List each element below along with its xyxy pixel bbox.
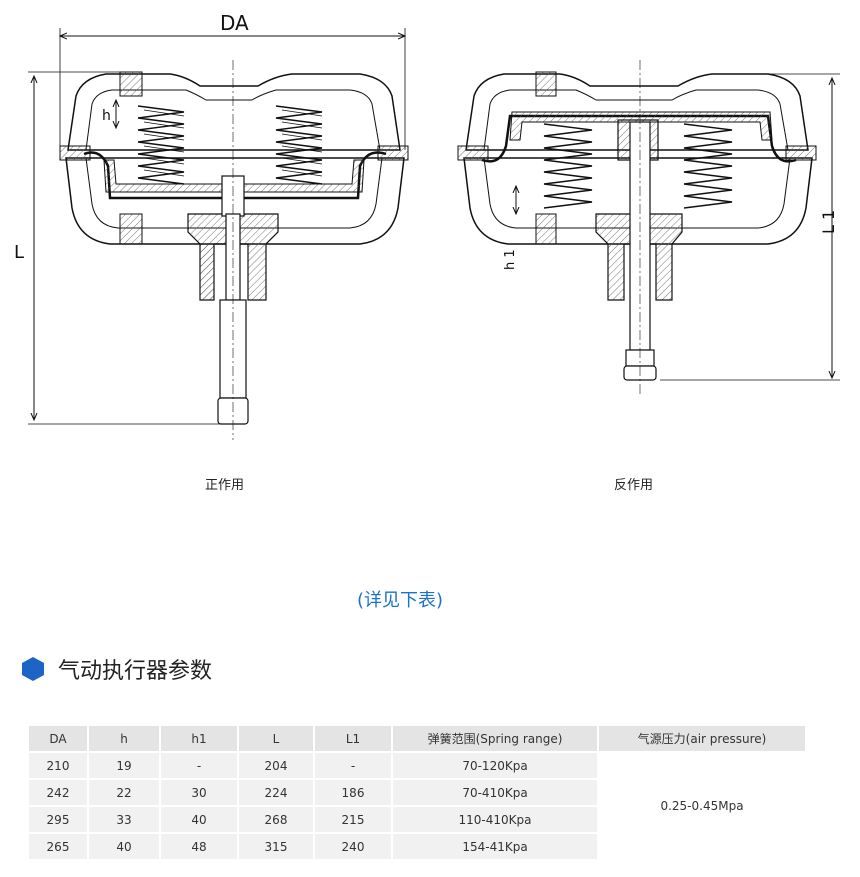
cell-l: 224 <box>239 780 313 805</box>
cell-h1: - <box>161 753 237 778</box>
cell-da: 295 <box>29 807 87 832</box>
hexagon-bullet-icon <box>22 657 44 681</box>
cell-h1: 30 <box>161 780 237 805</box>
header-air-pressure: 气源压力(air pressure) <box>599 726 805 751</box>
dim-l1-label: L 1 <box>819 210 838 234</box>
dim-h1-label: h 1 <box>503 249 518 270</box>
table-row: 265 40 48 315 240 154-41Kpa <box>29 834 805 859</box>
header-h: h <box>89 726 159 751</box>
caption-reverse-acting: 反作用 <box>614 478 654 493</box>
cell-spring-range: 70-410Kpa <box>393 780 597 805</box>
cell-spring-range: 110-410Kpa <box>393 807 597 832</box>
parameter-table: DA h h1 L L1 弹簧范围(Spring range) 气源压力(air… <box>27 724 807 861</box>
section-heading: 气动执行器参数 <box>22 654 212 684</box>
cell-h: 22 <box>89 780 159 805</box>
cell-spring-range: 154-41Kpa <box>393 834 597 859</box>
cell-da: 265 <box>29 834 87 859</box>
cell-da: 210 <box>29 753 87 778</box>
see-table-note: (详见下表) <box>356 590 444 611</box>
table-row: 242 22 30 224 186 70-410Kpa <box>29 780 805 805</box>
section-title: 气动执行器参数 <box>58 659 213 684</box>
table-row: 210 19 - 204 - 70-120Kpa 0.25-0.45Mpa <box>29 753 805 859</box>
table-row: 295 33 40 268 215 110-410Kpa <box>29 807 805 832</box>
reverse-acting-view: L 1 h 1 <box>457 60 840 396</box>
header-h1: h1 <box>161 726 237 751</box>
cell-l: 315 <box>239 834 313 859</box>
header-da: DA <box>29 726 87 751</box>
header-spring-range: 弹簧范围(Spring range) <box>393 726 597 751</box>
cell-l: 204 <box>239 753 313 778</box>
header-l: L <box>239 726 313 751</box>
caption-direct-acting: 正作用 <box>205 478 245 493</box>
dim-da-label: DA <box>220 11 249 35</box>
cell-air-pressure: 0.25-0.45Mpa <box>599 753 805 859</box>
actuator-drawing: DA L h <box>14 11 840 440</box>
dim-h-label: h <box>102 108 111 124</box>
cell-l1: 186 <box>315 780 391 805</box>
direct-acting-view: DA L h <box>14 11 409 440</box>
cell-h: 19 <box>89 753 159 778</box>
cell-l1: - <box>315 753 391 778</box>
cell-h: 33 <box>89 807 159 832</box>
header-l1: L1 <box>315 726 391 751</box>
cell-l1: 215 <box>315 807 391 832</box>
table-header-row: DA h h1 L L1 弹簧范围(Spring range) 气源压力(air… <box>29 726 805 751</box>
cell-l: 268 <box>239 807 313 832</box>
cell-l1: 240 <box>315 834 391 859</box>
cell-da: 242 <box>29 780 87 805</box>
cell-h1: 40 <box>161 807 237 832</box>
cell-spring-range: 70-120Kpa <box>393 753 597 778</box>
cell-h: 40 <box>89 834 159 859</box>
cell-h1: 48 <box>161 834 237 859</box>
dim-l-label: L <box>14 242 24 263</box>
